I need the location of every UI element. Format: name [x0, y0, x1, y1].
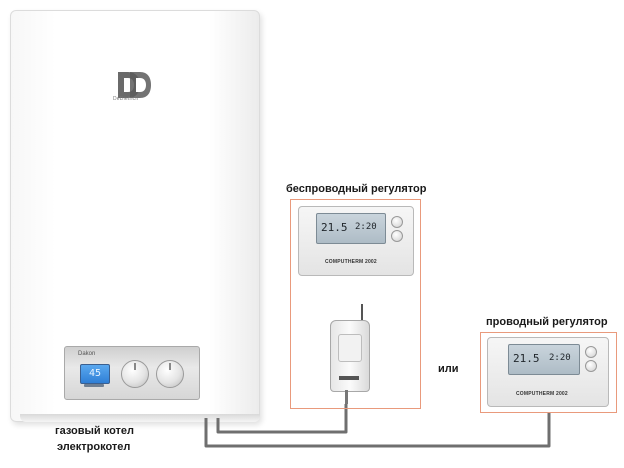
thermostat-up-button[interactable] [585, 346, 597, 358]
boiler-bottom-shadow [20, 414, 260, 422]
temperature-knob-right[interactable] [156, 360, 184, 388]
gas-boiler-label: газовый котел [55, 425, 135, 437]
wired-thermostat-screen: 21.5 2:20 [508, 344, 580, 375]
display-button[interactable] [84, 384, 104, 387]
thermostat-time: 2:20 [549, 353, 571, 363]
brand-logo-icon [118, 72, 151, 98]
wireless-thermostat-screen: 21.5 2:20 [316, 213, 386, 244]
thermostat-brand: COMPUTHERM 2002 [325, 259, 377, 265]
logo-caption: DeDietrich [113, 96, 139, 102]
thermostat-brand: COMPUTHERM 2002 [516, 391, 568, 397]
receiver-cable-line [216, 404, 348, 434]
wired-regulator-frame [480, 332, 617, 413]
wired-regulator-label: проводный регулятор [486, 316, 608, 328]
boiler-display: 45 [80, 364, 110, 384]
electric-boiler-label: электрокотел [57, 441, 131, 453]
thermostat-time: 2:20 [355, 222, 377, 232]
antenna-icon [361, 304, 363, 326]
thermostat-up-button[interactable] [391, 216, 403, 228]
thermostat-temperature: 21.5 [513, 352, 540, 365]
receiver-cable [345, 390, 348, 404]
wireless-regulator-label: беспроводный регулятор [286, 183, 427, 195]
thermostat-down-button[interactable] [585, 360, 597, 372]
temperature-knob-left[interactable] [121, 360, 149, 388]
thermostat-temperature: 21.5 [321, 221, 348, 234]
knob-notch [134, 363, 136, 370]
wired-cable [204, 412, 551, 448]
thermostat-down-button[interactable] [391, 230, 403, 242]
wireless-regulator-frame [290, 199, 421, 409]
knob-notch [169, 363, 171, 370]
receiver-label [339, 376, 359, 380]
boiler-brand-label: Dakon [78, 351, 96, 357]
receiver-socket [338, 334, 362, 362]
or-label: или [438, 363, 459, 375]
